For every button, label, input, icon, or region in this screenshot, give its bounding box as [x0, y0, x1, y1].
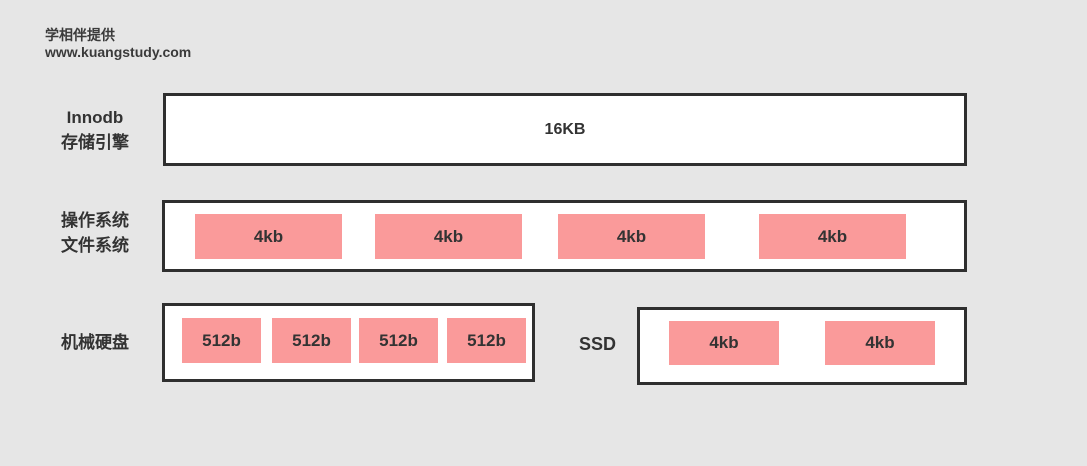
ssd-page-block: 4kb — [669, 321, 779, 365]
hdd-label: 机械硬盘 — [61, 333, 129, 352]
hdd-row-label: 机械硬盘 — [30, 330, 160, 355]
innodb-label-line2: 存储引擎 — [61, 133, 129, 152]
fs-block: 4kb — [558, 214, 705, 259]
hdd-sector-box: 512b 512b 512b 512b — [162, 303, 535, 382]
os-filesystem-box: 4kb 4kb 4kb 4kb — [162, 200, 967, 272]
innodb-label-line1: Innodb — [66, 108, 124, 127]
os-label-line1: 操作系统 — [61, 211, 129, 230]
watermark-url: www.kuangstudy.com — [45, 44, 192, 60]
watermark-brand: 学相伴提供 — [45, 27, 115, 43]
sector-block: 512b — [447, 318, 526, 363]
ssd-label: SSD — [578, 334, 616, 354]
innodb-row-label: Innodb 存储引擎 — [30, 105, 160, 155]
innodb-page-size-label: 16KB — [544, 120, 586, 138]
innodb-page-box: 16KB — [163, 93, 967, 166]
ssd-page-box: 4kb 4kb — [637, 307, 967, 385]
os-label-line2: 文件系统 — [61, 236, 129, 255]
watermark: 学相伴提供 www.kuangstudy.com — [45, 27, 191, 61]
sector-block: 512b — [182, 318, 261, 363]
ssd-page-block: 4kb — [825, 321, 935, 365]
sector-block: 512b — [272, 318, 351, 363]
sector-block: 512b — [359, 318, 438, 363]
fs-block: 4kb — [759, 214, 906, 259]
fs-block: 4kb — [375, 214, 522, 259]
os-row-label: 操作系统 文件系统 — [30, 208, 160, 258]
fs-block: 4kb — [195, 214, 342, 259]
